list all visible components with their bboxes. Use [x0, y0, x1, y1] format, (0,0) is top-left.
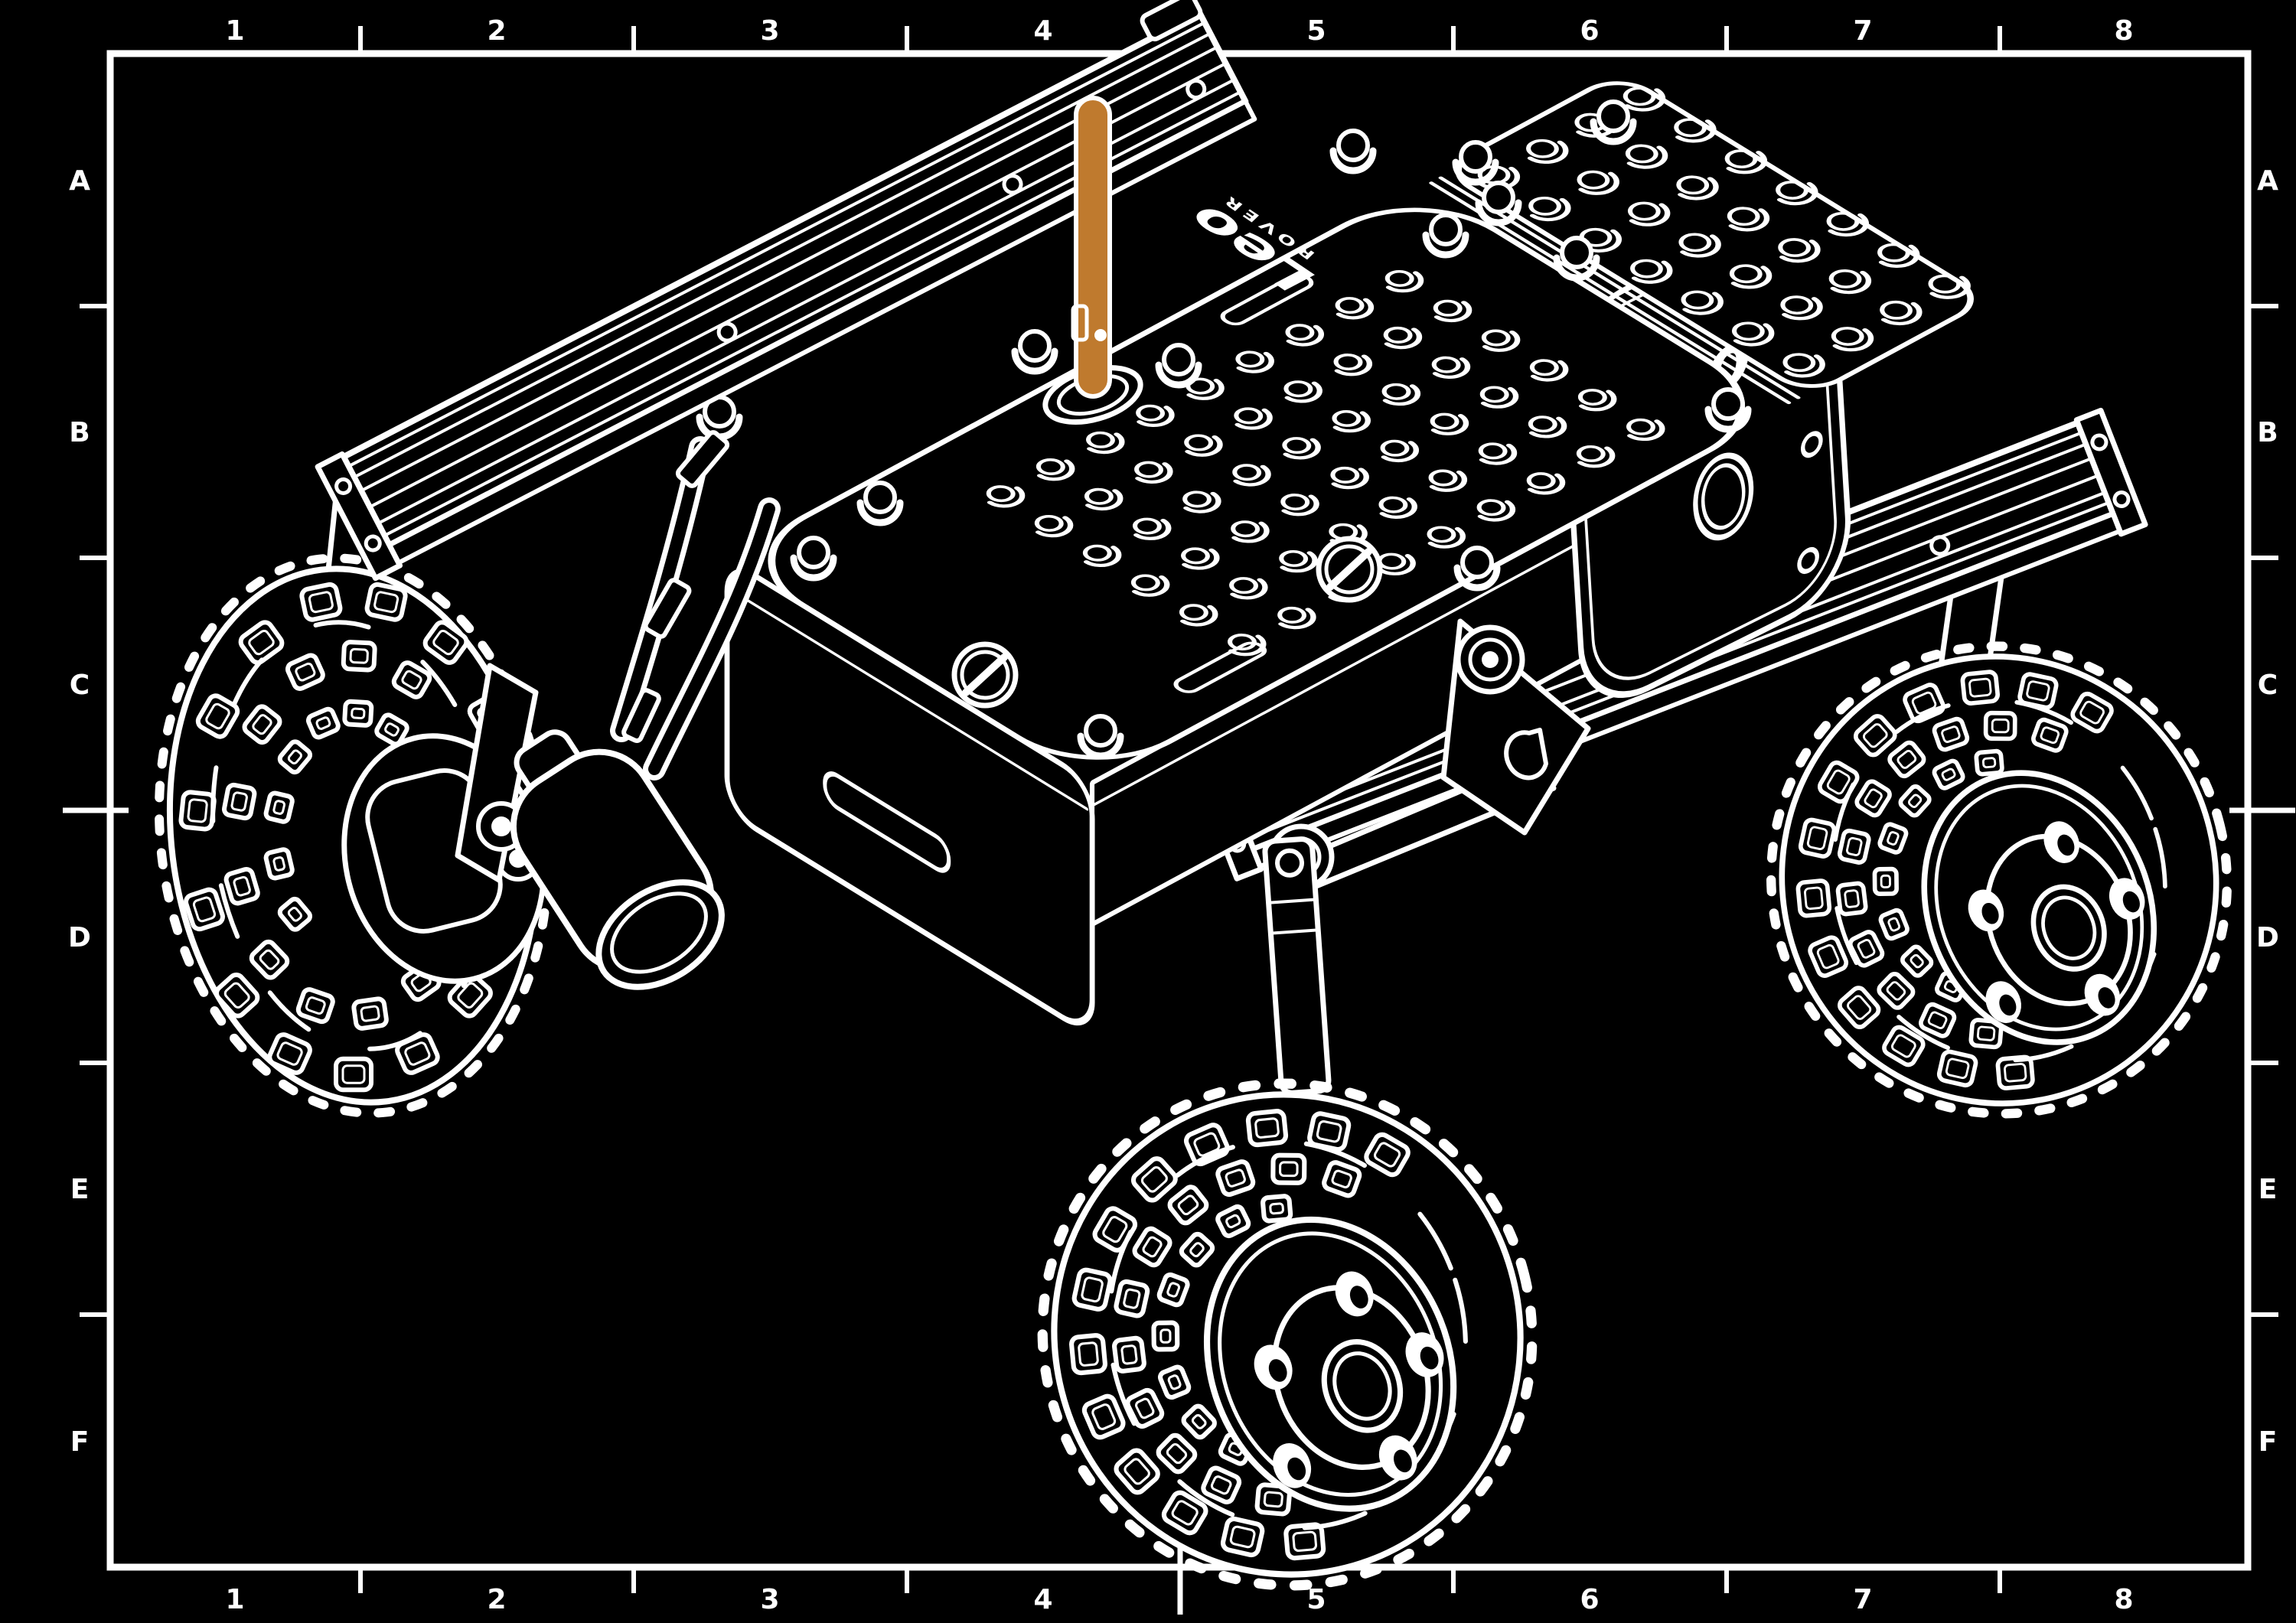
zone-label: F — [70, 1426, 90, 1458]
zone-label: 5 — [1306, 1584, 1326, 1615]
box-port-hole — [1693, 452, 1754, 541]
zone-label: 3 — [760, 15, 779, 47]
zone-labels: 1 2 3 4 5 6 7 8 1 2 3 4 5 6 7 8 A B C D … — [68, 15, 2279, 1615]
zone-label: A — [69, 165, 90, 197]
left-rail — [315, 0, 1257, 582]
zone-label: 2 — [487, 1584, 506, 1615]
suspension-rocker — [1440, 618, 1591, 836]
zone-label: C — [2258, 670, 2278, 701]
antenna-clip — [1071, 304, 1089, 342]
wheel-rear-right — [1766, 641, 2232, 1119]
zone-label: C — [70, 670, 90, 701]
zone-label: 5 — [1306, 15, 1326, 47]
wheel-front-right — [1037, 1078, 1538, 1591]
zone-label: 3 — [760, 1584, 779, 1615]
screw-bosses — [696, 99, 1752, 760]
hose-clamp — [643, 578, 692, 639]
slotted-screw — [1316, 536, 1383, 603]
zone-label: D — [68, 922, 91, 953]
zone-label: 8 — [2114, 1584, 2133, 1615]
zone-ticks — [63, 8, 2295, 1615]
wheel-front-left — [154, 553, 553, 1118]
front-slot — [823, 771, 951, 873]
slotted-screw — [951, 641, 1019, 709]
zone-label: 6 — [1580, 15, 1599, 47]
zone-label: 4 — [1033, 1584, 1052, 1615]
zone-label: E — [70, 1174, 90, 1205]
zone-label: B — [2257, 417, 2278, 448]
zone-label: A — [2257, 165, 2278, 197]
zone-label: 1 — [225, 15, 244, 47]
zone-label: 7 — [1853, 1584, 1872, 1615]
camera-cables — [610, 430, 781, 781]
front-right-wheel-post — [1262, 836, 1332, 1096]
zone-label: 7 — [1853, 15, 1872, 47]
zone-label: B — [69, 417, 90, 448]
zone-label: 1 — [225, 1584, 244, 1615]
antenna — [1042, 96, 1143, 425]
zone-label: D — [2256, 922, 2279, 953]
zone-label: E — [2258, 1174, 2278, 1205]
camera-module — [510, 729, 725, 990]
top-plate — [768, 176, 1801, 760]
leo-rover-drawing: Leo ROVER Leo ROVER — [154, 0, 2232, 1591]
zone-label: 6 — [1580, 1584, 1599, 1615]
hose-clamp — [621, 687, 661, 744]
zone-label: 4 — [1033, 15, 1052, 47]
zone-label: 8 — [2114, 15, 2133, 47]
antenna-rod — [1074, 96, 1112, 399]
front-panel — [724, 569, 1095, 1026]
camera-lens — [595, 879, 725, 990]
zone-label: 2 — [487, 15, 506, 47]
hose-clamp — [675, 430, 730, 488]
zone-label: F — [2258, 1426, 2278, 1458]
